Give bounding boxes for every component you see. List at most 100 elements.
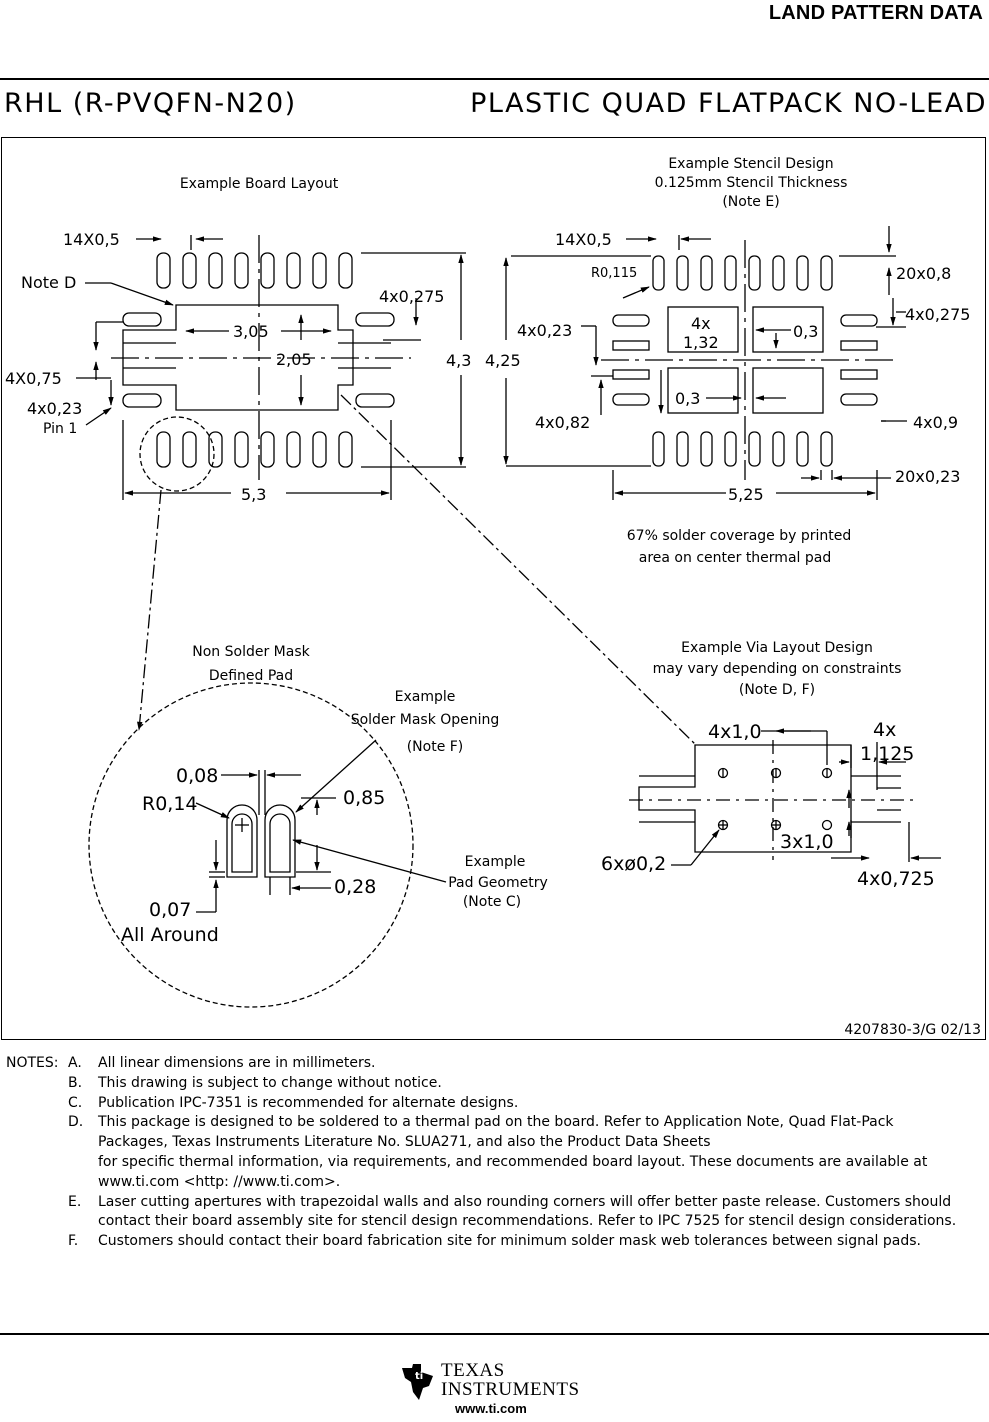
note-letter: D. xyxy=(68,1114,84,1131)
board-pin1-label: Pin 1 xyxy=(43,421,77,437)
via-title-2: may vary depending on constraints xyxy=(653,661,902,677)
mask-label-1: Example xyxy=(395,689,456,705)
detail-radius-label: R0,14 xyxy=(142,793,198,815)
via-ext-label: 1,125 xyxy=(860,743,914,765)
detail-title-1: Non Solder Mask xyxy=(192,644,310,660)
note-letter: B. xyxy=(68,1074,83,1091)
pad-label-3: (Note C) xyxy=(463,894,521,910)
section-title: LAND PATTERN DATA xyxy=(768,2,983,24)
pad-label-2: Pad Geometry xyxy=(448,875,548,891)
svg-text:ti: ti xyxy=(415,1371,423,1382)
board-dim-305: 3,05 xyxy=(233,322,269,341)
stencil-4x023: 4x0,23 xyxy=(517,321,572,340)
mask-opening-right xyxy=(264,804,296,878)
detail-web-label: 0,08 xyxy=(176,765,218,787)
note-text: This drawing is subject to change withou… xyxy=(98,1074,442,1091)
board-pitch-label: 14X0,5 xyxy=(63,230,120,249)
package-name: PLASTIC QUAD FLATPACK NO-LEAD xyxy=(470,88,987,119)
detail-title-2: Defined Pad xyxy=(209,668,293,684)
notes-heading: NOTES: xyxy=(6,1055,59,1071)
via-0725-label: 4x0,725 xyxy=(857,868,935,890)
stencil-radius-label: R0,115 xyxy=(591,266,637,281)
board-dim-075: 4X0,75 xyxy=(5,369,62,388)
note-text: This package is designed to be soldered … xyxy=(98,1114,894,1131)
coverage-line-1: 67% solder coverage by printed xyxy=(627,528,852,544)
brand-line-2: INSTRUMENTS xyxy=(441,1379,580,1400)
note-text: All linear dimensions are in millimeters… xyxy=(98,1055,376,1071)
board-layout: Example Board Layout xyxy=(5,176,697,746)
board-top-pads xyxy=(156,252,353,289)
stencil-corner-label: 4x0,275 xyxy=(905,305,970,324)
stencil-pitch-label: 14X0,5 xyxy=(555,230,612,249)
note-letter: C. xyxy=(68,1094,83,1111)
stencil-title-3: (Note E) xyxy=(722,194,779,210)
detail-width-label: 0,28 xyxy=(334,876,376,898)
coverage-line-2: area on center thermal pad xyxy=(639,550,831,566)
stencil-aperture-size: 1,32 xyxy=(683,333,719,352)
via-title-1: Example Via Layout Design xyxy=(681,640,873,656)
stencil-title-1: Example Stencil Design xyxy=(668,156,833,172)
package-code: RHL (R-PVQFN-N20) xyxy=(4,88,297,119)
via-title-3: (Note D, F) xyxy=(739,682,815,698)
note-letter: A. xyxy=(68,1055,82,1071)
detail-length-label: 0,85 xyxy=(343,787,385,809)
stencil-design: Example Stencil Design 0.125mm Stencil T… xyxy=(485,156,970,566)
ti-logo-icon: ti xyxy=(402,1364,433,1400)
stencil-dim-525: 5,25 xyxy=(728,485,764,504)
board-dim-43: 4,3 xyxy=(446,351,471,370)
pad-label-1: Example xyxy=(465,854,526,870)
note-text: Publication IPC-7351 is recommended for … xyxy=(98,1094,519,1111)
via-pitch-x: 4x1,0 xyxy=(708,721,762,743)
bottom-rule xyxy=(0,1333,989,1335)
note-text: Laser cutting apertures with trapezoidal… xyxy=(98,1193,952,1210)
stencil-apertures xyxy=(667,306,824,414)
stencil-20x023: 20x0,23 xyxy=(895,467,960,486)
stencil-bottom-pads xyxy=(652,431,833,467)
board-side-pads xyxy=(122,312,395,408)
ti-logo: ti TEXAS INSTRUMENTS www.ti.com xyxy=(399,1358,599,1420)
pad-left xyxy=(231,813,253,873)
board-dim-023: 4x0,23 xyxy=(27,399,82,418)
board-bottom-pads xyxy=(156,431,353,468)
drawing-ref: 4207830-3/G 02/13 xyxy=(844,1022,981,1038)
detail-around-value: 0,07 xyxy=(149,899,191,921)
via-holes-label: 6xø0,2 xyxy=(601,853,666,875)
stencil-aperture-count: 4x xyxy=(691,314,711,333)
pad-right xyxy=(269,813,291,873)
board-note-d: Note D xyxy=(21,273,76,292)
stencil-gap-a: 0,3 xyxy=(793,322,818,341)
board-dim-205: 2,05 xyxy=(276,350,312,369)
stencil-20x08: 20x0,8 xyxy=(896,264,951,283)
detail-around-text: All Around xyxy=(121,924,219,946)
via-pitch-y: 3x1,0 xyxy=(780,831,834,853)
note-letter: E. xyxy=(68,1193,82,1210)
stencil-title-2: 0.125mm Stencil Thickness xyxy=(655,175,848,191)
via-4x-label: 4x xyxy=(873,719,896,741)
board-corner-label: 4x0,275 xyxy=(379,287,444,306)
via-holes xyxy=(717,767,833,831)
stencil-top-pads xyxy=(652,255,833,291)
footer-url: www.ti.com xyxy=(455,1401,527,1416)
note-letter: F. xyxy=(68,1233,79,1250)
pad-detail: Non Solder Mask Defined Pad Example Sold… xyxy=(88,644,548,1008)
note-text: for specific thermal information, via re… xyxy=(98,1153,928,1170)
board-dim-53: 5,3 xyxy=(241,485,266,504)
stencil-4x082: 4x0,82 xyxy=(535,413,590,432)
brand-line-1: TEXAS xyxy=(441,1360,505,1381)
stencil-dim-425: 4,25 xyxy=(485,351,521,370)
note-text: Packages, Texas Instruments Literature N… xyxy=(98,1134,711,1151)
mask-label-3: (Note F) xyxy=(407,739,464,755)
mask-label-2: Solder Mask Opening xyxy=(351,712,500,728)
stencil-4x09: 4x0,9 xyxy=(913,413,958,432)
note-text: contact their board assembly site for st… xyxy=(98,1213,957,1230)
top-rule xyxy=(0,78,989,80)
note-text: Customers should contact their board fab… xyxy=(98,1233,921,1250)
note-text: www.ti.com <http: //www.ti.com>. xyxy=(98,1173,341,1190)
drawing-frame: Example Board Layout xyxy=(1,137,986,1040)
via-layout: Example Via Layout Design may vary depen… xyxy=(601,640,941,890)
stencil-side-pads xyxy=(612,314,878,406)
drawing: Example Board Layout xyxy=(5,156,981,1038)
board-body-outline xyxy=(122,304,354,411)
stencil-gap-b: 0,3 xyxy=(675,389,700,408)
board-layout-title: Example Board Layout xyxy=(180,176,339,192)
